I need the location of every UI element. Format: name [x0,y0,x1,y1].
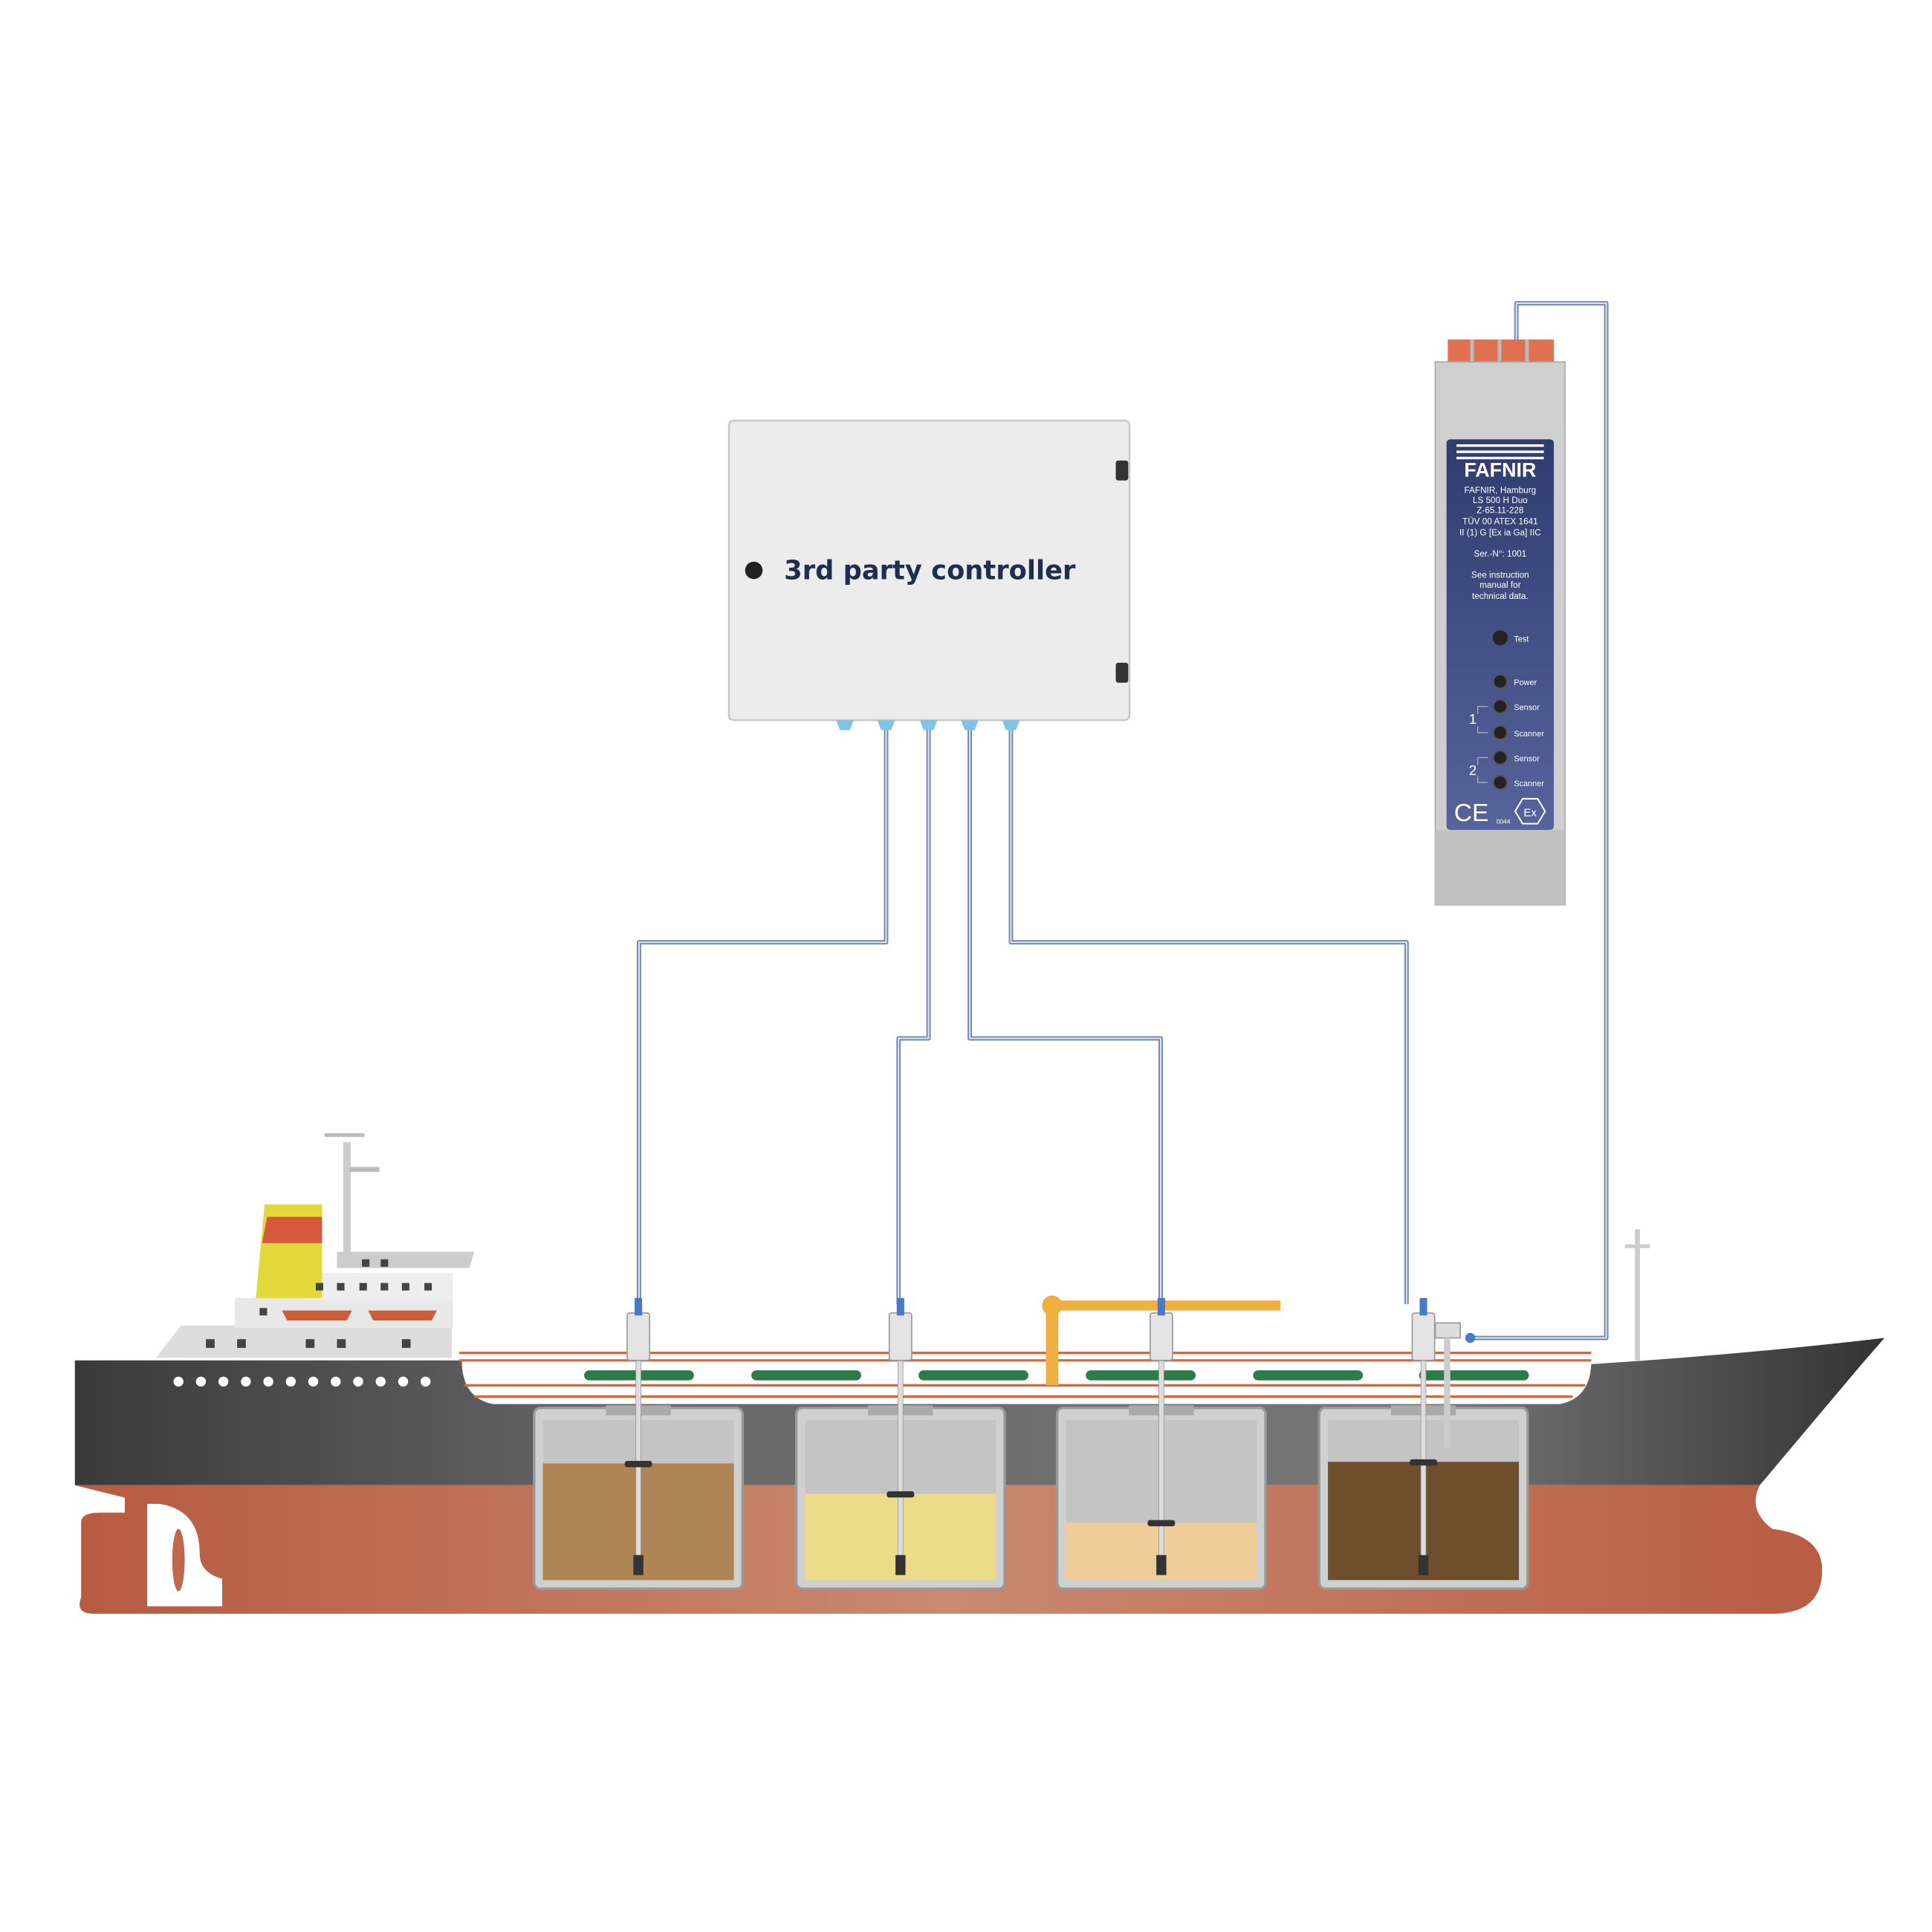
serial-number: Ser.-N°: 1001 [1474,549,1527,559]
rudder-propeller-icon [147,1503,222,1607]
hinge-icon [1115,662,1129,683]
third-party-controller[interactable]: 3rd party controller [727,419,1131,730]
ex-mark: Ex [1523,806,1537,819]
probe-head [626,1312,651,1361]
test-label: Test [1514,635,1529,644]
device-label-line: TÜV 00 ATEX 1641 [1462,516,1538,526]
ex-mark-icon [1514,797,1546,825]
device-label-line: Z-65.11-228 [1476,505,1524,515]
probe-head [1149,1312,1173,1361]
led-label-power: Power [1514,678,1537,687]
led-indicators [1492,673,1508,791]
device-note: See instruction [1471,571,1529,580]
device-label-line: FAFNIR, Hamburg [1465,485,1537,495]
fafnir-logo-bars [1456,444,1544,460]
tank-4 [1317,1297,1529,1590]
group-label-1: 1 [1469,711,1476,727]
scanner-probe [1434,1322,1476,1448]
tank-1 [533,1297,745,1590]
probe-rod [898,1360,904,1573]
led-label-sensor-1: Sensor [1514,704,1540,713]
float [886,1491,915,1498]
notified-body-number: 0044 [1497,818,1511,826]
probe-rod [1420,1360,1427,1573]
led-label-scanner-1: Scanner [1514,730,1544,739]
hinge-icon [1115,460,1129,481]
cable-tank-2 [896,726,931,1305]
cable-tank-4 [1008,726,1409,1305]
cable-tank-1 [637,726,889,1305]
led-label-sensor-2: Sensor [1514,755,1540,764]
probe-head [888,1312,912,1361]
device-note: manual for [1479,580,1521,590]
led-label-scanner-2: Scanner [1514,779,1544,788]
tank-3 [1055,1297,1267,1590]
probe-rod [1158,1360,1164,1573]
device-label-line: LS 500 H Duo [1473,496,1528,505]
cable-glands [836,720,1020,730]
cables [637,301,1609,1341]
controller-label: 3rd party controller [784,555,1076,586]
ce-mark: CE [1454,800,1489,827]
float [624,1461,652,1468]
probe-head [1411,1312,1436,1361]
fafnir-logo: FAFNIR [1464,459,1536,482]
tanks [533,1297,1529,1590]
group-label-2: 2 [1469,762,1476,778]
float [1410,1459,1438,1466]
device-label-line: II (1) G [Ex ia Ga] IIC [1459,528,1541,538]
tank-2 [794,1297,1006,1590]
float [1147,1520,1176,1526]
cable-tank-3 [967,726,1163,1305]
lock-icon [745,561,763,580]
device-note: technical data. [1472,591,1529,601]
fafnir-ls500-device[interactable]: FAFNIR FAFNIR, Hamburg LS 500 H Duo Z-65… [1434,339,1566,906]
test-button[interactable] [1492,630,1508,646]
portholes [173,1376,431,1387]
